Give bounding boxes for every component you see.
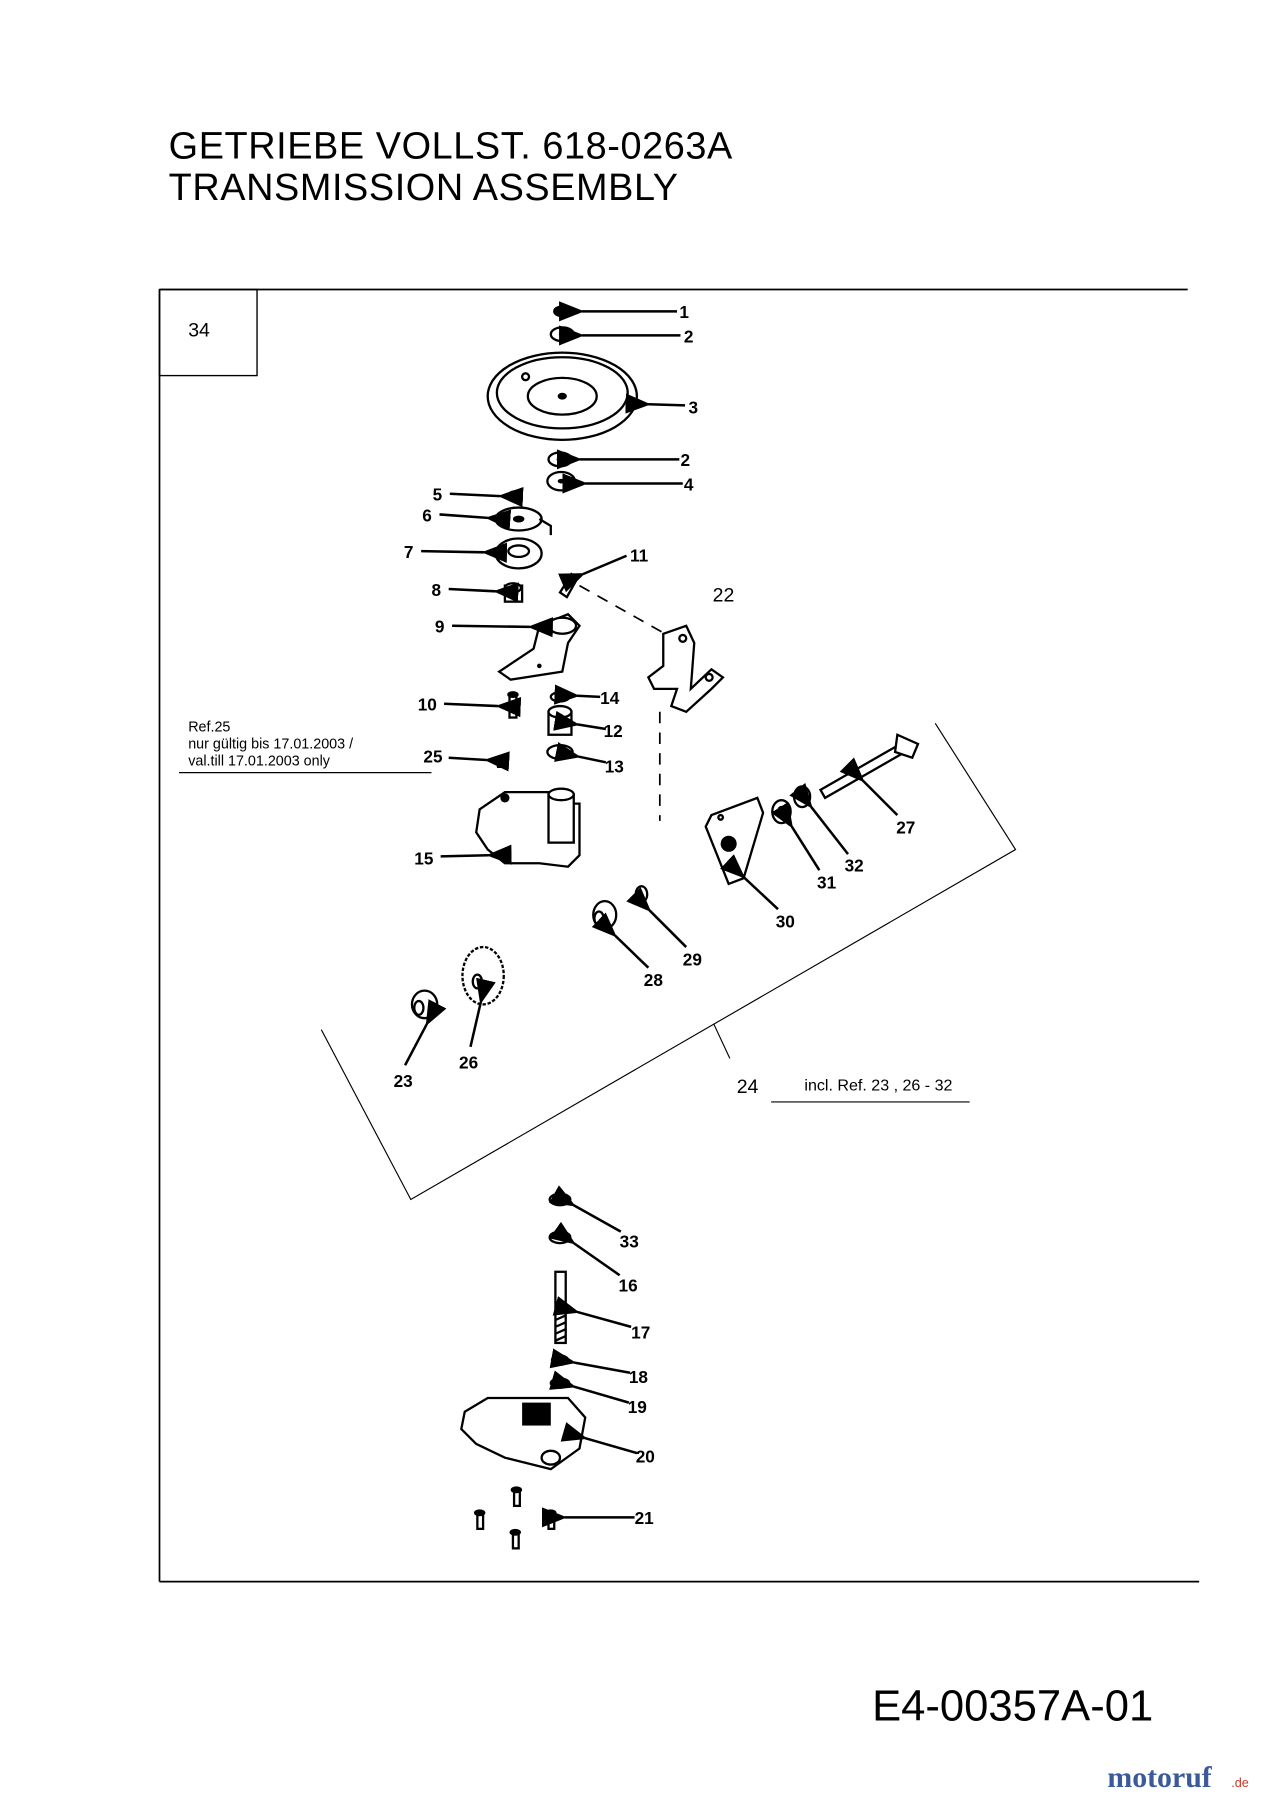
part-bracket-22 bbox=[646, 624, 725, 714]
part-bushing-23 bbox=[410, 989, 439, 1020]
part-idler-washer bbox=[494, 506, 552, 536]
part-lower-housing bbox=[460, 1396, 587, 1471]
watermark-logo: motoruf .de bbox=[1107, 1761, 1248, 1794]
callout-13: 13 bbox=[605, 757, 624, 777]
callout-2: 2 bbox=[684, 326, 694, 346]
part-plug bbox=[494, 756, 509, 769]
callout-2b: 2 bbox=[680, 450, 690, 470]
title-english: TRANSMISSION ASSEMBLY bbox=[169, 167, 679, 209]
part-pulley bbox=[486, 351, 639, 441]
part-bolt bbox=[507, 691, 519, 719]
callout-4: 4 bbox=[684, 474, 694, 494]
part-washer bbox=[634, 885, 649, 904]
dashed-assembly-line bbox=[579, 584, 672, 821]
callout-16: 16 bbox=[619, 1275, 638, 1295]
part-nut bbox=[507, 490, 521, 502]
part-worm-shaft bbox=[554, 1270, 567, 1345]
part-plate-30 bbox=[704, 796, 765, 886]
group-includes: incl. Ref. 23 , 26 - 32 bbox=[804, 1076, 952, 1094]
callout-30: 30 bbox=[776, 912, 795, 932]
title-german: GETRIEBE VOLLST. 618-0263A bbox=[169, 126, 733, 168]
callout-29: 29 bbox=[683, 949, 702, 969]
callout-8: 8 bbox=[431, 580, 441, 600]
part-bushing bbox=[503, 582, 524, 603]
callout-23: 23 bbox=[394, 1071, 413, 1091]
note-ref: Ref.25 bbox=[188, 719, 230, 735]
part-spring bbox=[558, 572, 579, 599]
group-24-leader bbox=[713, 1023, 731, 1059]
drawing-code: E4-00357A-01 bbox=[872, 1682, 1153, 1730]
part-screws bbox=[473, 1486, 557, 1550]
part-washer bbox=[549, 1377, 571, 1389]
part-bushing-28 bbox=[592, 900, 618, 930]
callout-28: 28 bbox=[644, 970, 664, 990]
group-label: 24 bbox=[737, 1076, 759, 1098]
callout-14: 14 bbox=[600, 688, 620, 708]
part-bearing bbox=[494, 537, 543, 570]
part-housing bbox=[475, 787, 581, 868]
callout-11: 11 bbox=[630, 545, 649, 565]
watermark-tld: .de bbox=[1231, 1776, 1249, 1790]
part-washer bbox=[549, 691, 571, 703]
callout-27: 27 bbox=[896, 817, 915, 837]
callout-25: 25 bbox=[423, 746, 443, 766]
callout-22: 22 bbox=[713, 585, 735, 607]
watermark-brand: motoruf bbox=[1107, 1761, 1212, 1794]
callout-1: 1 bbox=[679, 302, 689, 322]
part-washer bbox=[550, 1354, 570, 1366]
group-24-bracket bbox=[320, 722, 1017, 1201]
callout-5: 5 bbox=[433, 485, 443, 505]
box-label: 34 bbox=[188, 320, 210, 342]
part-washer bbox=[546, 470, 577, 492]
part-washer bbox=[547, 451, 573, 468]
callout-32: 32 bbox=[845, 855, 864, 875]
callout-15: 15 bbox=[414, 848, 434, 868]
part-o-ring bbox=[548, 1192, 572, 1207]
callout-9: 9 bbox=[435, 617, 445, 637]
part-washer bbox=[792, 785, 812, 809]
callout-6: 6 bbox=[422, 505, 432, 525]
callout-20: 20 bbox=[636, 1446, 655, 1466]
note-line2: val.till 17.01.2003 only bbox=[188, 754, 331, 770]
callout-31: 31 bbox=[817, 873, 837, 893]
callout-10: 10 bbox=[418, 695, 437, 715]
leader-arrows bbox=[403, 301, 899, 1528]
callout-26: 26 bbox=[459, 1053, 478, 1073]
part-shift-arm bbox=[497, 612, 581, 681]
callout-18: 18 bbox=[629, 1367, 649, 1387]
part-bushing bbox=[547, 704, 573, 736]
callout-21: 21 bbox=[635, 1508, 655, 1528]
part-o-ring bbox=[546, 743, 574, 761]
part-axle bbox=[818, 733, 920, 800]
part-gear-26 bbox=[461, 945, 505, 1006]
part-o-ring bbox=[548, 1230, 572, 1245]
callouts: 1 2 3 2 4 5 6 7 8 9 10 11 12 13 14 15 22… bbox=[394, 302, 916, 1528]
callout-3: 3 bbox=[689, 397, 699, 417]
callout-19: 19 bbox=[628, 1397, 647, 1417]
part-bearing-31 bbox=[771, 799, 792, 825]
note-line1: nur gültig bis 17.01.2003 / bbox=[188, 737, 353, 753]
callout-33: 33 bbox=[620, 1232, 639, 1252]
diagram-frame bbox=[158, 288, 1200, 1583]
part-washer bbox=[549, 326, 575, 343]
part-nut bbox=[553, 305, 570, 318]
callout-12: 12 bbox=[604, 721, 623, 741]
callout-17: 17 bbox=[631, 1322, 650, 1342]
callout-7: 7 bbox=[404, 542, 414, 562]
